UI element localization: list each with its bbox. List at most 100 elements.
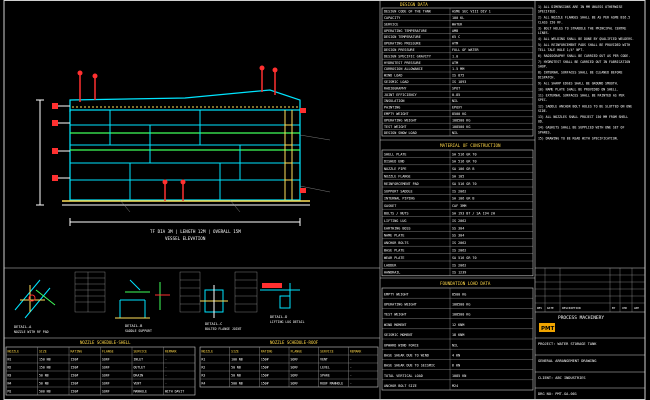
design-data-title: DESIGN DATA (400, 2, 428, 7)
design-data-value: ASME SEC VIII DIV 1 (452, 10, 491, 14)
material-key: EARTHING BOSS (384, 226, 411, 230)
nozzle-cell: 150 NB (39, 358, 51, 362)
note-line: 12) SADDLE ANCHOR BOLT HOLES TO BE SLOTT… (538, 104, 632, 108)
design-data-key: SEISMIC LOAD (384, 80, 409, 84)
note-line: LINES. (538, 31, 550, 35)
nozzle-header-cell: SIZE (231, 350, 239, 354)
nozzle-header-cell: RATING (261, 350, 273, 354)
nozzle-cell: 100 NB (231, 358, 243, 362)
note-line: CLASS 150 RF. (538, 20, 563, 24)
rev-header-cell: BY (612, 306, 616, 310)
design-data-value: NIL (452, 99, 458, 103)
design-data-value: 65 C (452, 35, 460, 39)
nozzle-cell: SORF (102, 366, 110, 370)
detail-a-sketch (14, 279, 56, 319)
title-block: PMT (535, 267, 645, 389)
nozzle-cell: SORF (291, 358, 299, 362)
note-line: 9) ALL SHARP EDGES SHALL BE GROUND SMOOT… (538, 81, 619, 85)
design-data-value: IS 875 (452, 74, 464, 78)
nozzle-cell: N2 (8, 366, 12, 370)
material-value: SA 193 B7 / SA 194 2H (452, 212, 495, 216)
design-data-key: CORROSION ALLOWANCE (384, 67, 423, 71)
material-key: NOZZLE PIPE (384, 167, 406, 171)
note-line: SHOP. (538, 65, 548, 69)
nozzle-cell: 150# (261, 374, 269, 378)
design-data-value: 108500 KG (452, 125, 470, 129)
nozzle-cell: R4 (202, 382, 206, 386)
material-value: SA 105 (452, 175, 464, 179)
drawing-label: GENERAL ARRANGEMENT DRAWING (538, 359, 596, 363)
detail-mini-tables (74, 271, 258, 313)
nozzle-cell: N4 (8, 382, 12, 386)
nozzle-cell: OUTLET (134, 366, 146, 370)
design-data-key: EMPTY WEIGHT (384, 112, 409, 116)
material-key: NOZZLE FLANGE (384, 175, 411, 179)
nozzle-cell: N3 (8, 374, 12, 378)
design-data-key: DESIGN SPECIFIC GRAVITY (384, 54, 431, 58)
nozzle-marker-n2 (52, 120, 58, 126)
nozzle-cell: 500 NB (231, 382, 243, 386)
design-data-value: 1.0 (452, 54, 458, 58)
detail-b-label: DETAIL-B (125, 324, 142, 328)
note-line: 15) DRAWING TO BE READ WITH SPECIFICATIO… (538, 136, 619, 140)
material-value: SA 516 GR 70 (452, 256, 477, 260)
foundation-key: OPERATING WEIGHT (384, 303, 417, 307)
overall-dimension-label: TF DIA 3M | LENGTH 12M | OVERALL 15M (150, 229, 241, 234)
nozzle-cell: 150# (71, 382, 79, 386)
detail-b-sub: SADDLE SUPPORT (125, 329, 152, 333)
nozzle-cell: R3 (202, 374, 206, 378)
design-data-value: WATER (452, 22, 463, 26)
nozzle-cell: MANHOLE (134, 390, 148, 394)
nozzle-cell: R1 (202, 358, 206, 362)
nozzle-header-cell: RATING (71, 350, 83, 354)
design-data-key: OPERATING TEMPERATURE (384, 29, 427, 33)
foundation-value: 4 KN (452, 354, 460, 358)
design-data-value: ATM (452, 42, 458, 46)
note-line: OD. (538, 120, 544, 124)
nozzle-cell: SORF (102, 390, 110, 394)
detail-d-sub: LIFTING LUG DETAIL (270, 320, 305, 324)
foundation-key: UPWARD WIND FORCE (384, 343, 419, 347)
material-key: LIFTING LUG (384, 219, 406, 223)
material-value: SA 106 GR B (452, 167, 474, 171)
note-line: 8) INTERNAL SURFACES SHALL BE CLEANED BE… (538, 71, 623, 75)
design-data-key: SERVICE (384, 22, 398, 26)
nozzle-cell: M1 (8, 390, 12, 394)
nozzle-header-cell: SERVICE (134, 350, 148, 354)
nozzle-cell: INLET (134, 358, 144, 362)
nozzle-cell: 50 NB (231, 366, 241, 370)
nozzle-cell: - (350, 366, 352, 370)
nozzle-header-cell: REMARK (350, 350, 362, 354)
foundation-title: FOUNDATION LOAD DATA (440, 281, 491, 286)
detail-c-label: DETAIL-C (205, 322, 222, 326)
foundation-key: TOTAL VERTICAL LOAD (384, 374, 423, 378)
nozzle-marker-n1 (52, 103, 58, 109)
nozzle-cell: 150# (71, 374, 79, 378)
nozzle-cell: DRAIN (134, 374, 144, 378)
material-value: IS 2062 (452, 219, 466, 223)
material-key: INTERNAL PIPING (384, 197, 415, 201)
nozzle-header-cell: SIZE (39, 350, 47, 354)
nozzle-cell: SORF (102, 382, 110, 386)
design-data-key: WIND LOAD (384, 74, 402, 78)
nozzle-cell: 150# (261, 358, 269, 362)
material-title: MATERIAL OF CONSTRUCTION (440, 143, 501, 148)
design-data-key: OPERATING WEIGHT (384, 118, 417, 122)
nozzle-marker-n4 (52, 175, 58, 181)
detail-c-sketch (200, 285, 228, 318)
nozzle-cell: - (165, 374, 167, 378)
design-data-key: DESIGN TEMPERATURE (384, 35, 421, 39)
detail-c-sub: BOLTED FLANGE JOINT (205, 327, 242, 331)
foundation-key: TEST WEIGHT (384, 313, 406, 317)
rev-header-cell: DATE (547, 306, 554, 310)
design-data-key: DESIGN SNOW LOAD (384, 131, 417, 135)
nozzle-cell: 50 NB (39, 382, 49, 386)
design-data-value: FULL OF WATER (452, 48, 479, 52)
detail-d-label: DETAIL-D (270, 315, 287, 319)
foundation-value: 12 KNM (452, 323, 464, 327)
note-line: 4) ALL WELDING SHALL BE DONE BY QUALIFIE… (538, 37, 634, 41)
nozzle-header-cell: NOZZLE (202, 350, 214, 354)
